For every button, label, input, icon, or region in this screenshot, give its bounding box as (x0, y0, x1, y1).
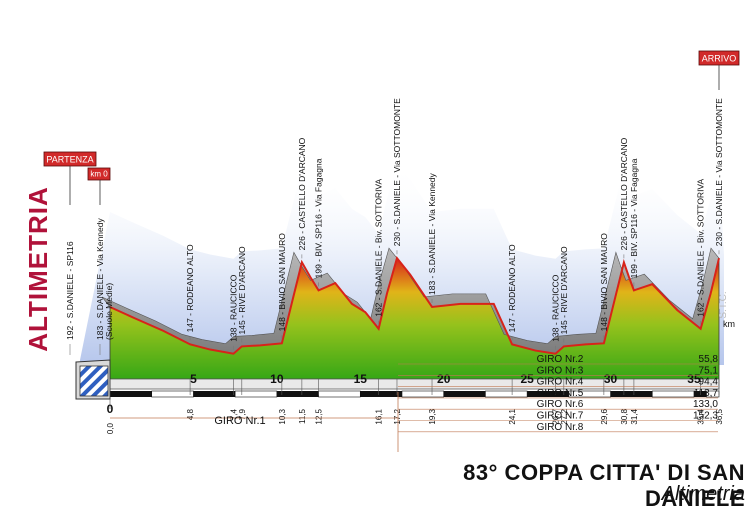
distance-marker-label: 4,8 (186, 408, 195, 420)
km-bar-segment (360, 391, 402, 397)
km-bar-segment (193, 391, 236, 397)
km-bar-segment (276, 391, 319, 397)
lap-km-value: 113,7 (694, 388, 719, 399)
km-bar-segment (610, 391, 653, 397)
stc-label: S.T.C. (718, 291, 729, 318)
distance-marker-label: 16,1 (375, 408, 384, 424)
race-subtitle: Altimetria (661, 483, 745, 505)
lap-km-value: 94,4 (699, 377, 719, 388)
km-bar-segment (151, 390, 194, 398)
distance-marker-label: 10,3 (278, 408, 287, 424)
arrivo-flag-text: ARRIVO (702, 54, 737, 64)
waypoint-label: 148 - BIVIO SAN MAURO (599, 233, 609, 332)
km-bar-segment (485, 390, 528, 398)
km-tick-label: 10 (270, 372, 284, 386)
distance-marker-label: 31,4 (630, 408, 639, 424)
km-tick-label: 15 (354, 372, 368, 386)
lap-label: GIRO Nr.2 (537, 354, 584, 365)
distance-marker-label: 7,9 (238, 408, 247, 420)
lap-label: GIRO Nr.3 (537, 365, 584, 376)
lap-km-value: 55,8 (699, 354, 719, 365)
waypoint-label: 162 - S.DANIELE - Biv. SOTTORIVA (696, 179, 706, 317)
lap-label: GIRO Nr.8 (537, 422, 584, 433)
lap-label: GIRO Nr.6 (537, 399, 584, 410)
lap-km-value: 133,0 (693, 399, 718, 410)
distance-marker-label: 7,4 (229, 408, 238, 420)
distance-marker-label: 26,7 (551, 408, 560, 424)
lap-km-value: 152,3 (693, 411, 718, 422)
waypoint-label: 183 - S.DANIELE - Via Kennedy(Scuole Med… (95, 218, 114, 340)
distance-marker-label: 36,5 (715, 408, 724, 424)
distance-marker-label: 0,0 (106, 422, 115, 434)
km-bar-segment (443, 391, 486, 397)
waypoint-label: 226 - CASTELLO D'ARCANO (619, 137, 629, 250)
km-bar-segment (234, 390, 278, 398)
km-bar-segment (110, 391, 152, 397)
waypoint-label: 230 - S.DANIELE - Via SOTTOMONTE (714, 98, 724, 246)
km-tick-label: 5 (190, 372, 197, 386)
distance-marker-label: 17,2 (393, 408, 402, 424)
lap-km-value: 75,1 (699, 365, 719, 376)
waypoint-label: 145 - RIVE D'ARCANO (237, 246, 247, 334)
km-tick-label: 30 (604, 372, 618, 386)
partenza-flag-text: PARTENZA (46, 155, 93, 165)
lap-label: GIRO Nr.5 (537, 388, 584, 399)
km0-flag (87, 167, 111, 181)
route-line (109, 256, 720, 355)
distance-marker-label: 19,3 (428, 408, 437, 424)
km-bar-segment (693, 391, 707, 397)
km0-flag-text: km 0 (90, 170, 108, 179)
km-bar-segment (318, 390, 361, 398)
distance-marker-label: 30,8 (620, 408, 629, 424)
waypoint-label: 226 - CASTELLO D'ARCANO (297, 137, 307, 250)
waypoint-label: 183 - S.DANIELE - Via Kennedy (427, 172, 437, 294)
lap1-label: GIRO Nr.1 (214, 415, 265, 427)
waypoint-label: 145 - RIVE D'ARCANO (559, 246, 569, 334)
distance-marker-label: 11,5 (298, 408, 307, 424)
base-strip (109, 378, 720, 390)
km-bar-segment (527, 391, 569, 397)
race-title: 83° COPPA CITTA' DI SAN DANIELE (463, 460, 745, 511)
km-tick-label: 25 (520, 372, 534, 386)
km-unit-label: km (723, 319, 735, 329)
km-tick-label: 20 (437, 372, 451, 386)
distance-marker-label: 29,6 (600, 408, 609, 424)
km-bar-segment (651, 390, 695, 398)
waypoint-label: 138 - RAUCICCO (228, 274, 238, 341)
distance-marker-label: 27,2 (560, 408, 569, 424)
lap-label: GIRO Nr.7 (537, 411, 584, 422)
distance-marker-label: 35,4 (697, 408, 706, 424)
waypoint-label: 162 - S.DANIELE - Biv. SOTTORIVA (374, 179, 384, 317)
distance-marker-label: 24,1 (508, 408, 517, 424)
waypoint-label: 138 - RAUCICCO (550, 274, 560, 341)
waypoint-label: 192 - S.DANIELE - SP116 (65, 241, 75, 340)
waypoint-label: 199 - BIV. SP116 - Via Fagagna (629, 158, 639, 278)
lap-label: GIRO Nr.4 (537, 377, 584, 388)
waypoint-label: 230 - S.DANIELE - Via SOTTOMONTE (392, 98, 402, 246)
distance-marker-label: 12,5 (315, 408, 324, 424)
waypoint-label: 199 - BIV. SP116 - Via Fagagna (314, 158, 324, 278)
km-bar-segment (401, 390, 444, 398)
start-hatch (79, 365, 109, 397)
waypoint-label: 147 - RODEANO ALTO (185, 244, 195, 332)
waypoint-label: 147 - RODEANO ALTO (507, 244, 517, 332)
waypoint-label: 148 - BIVIO SAN MAURO (277, 233, 287, 332)
